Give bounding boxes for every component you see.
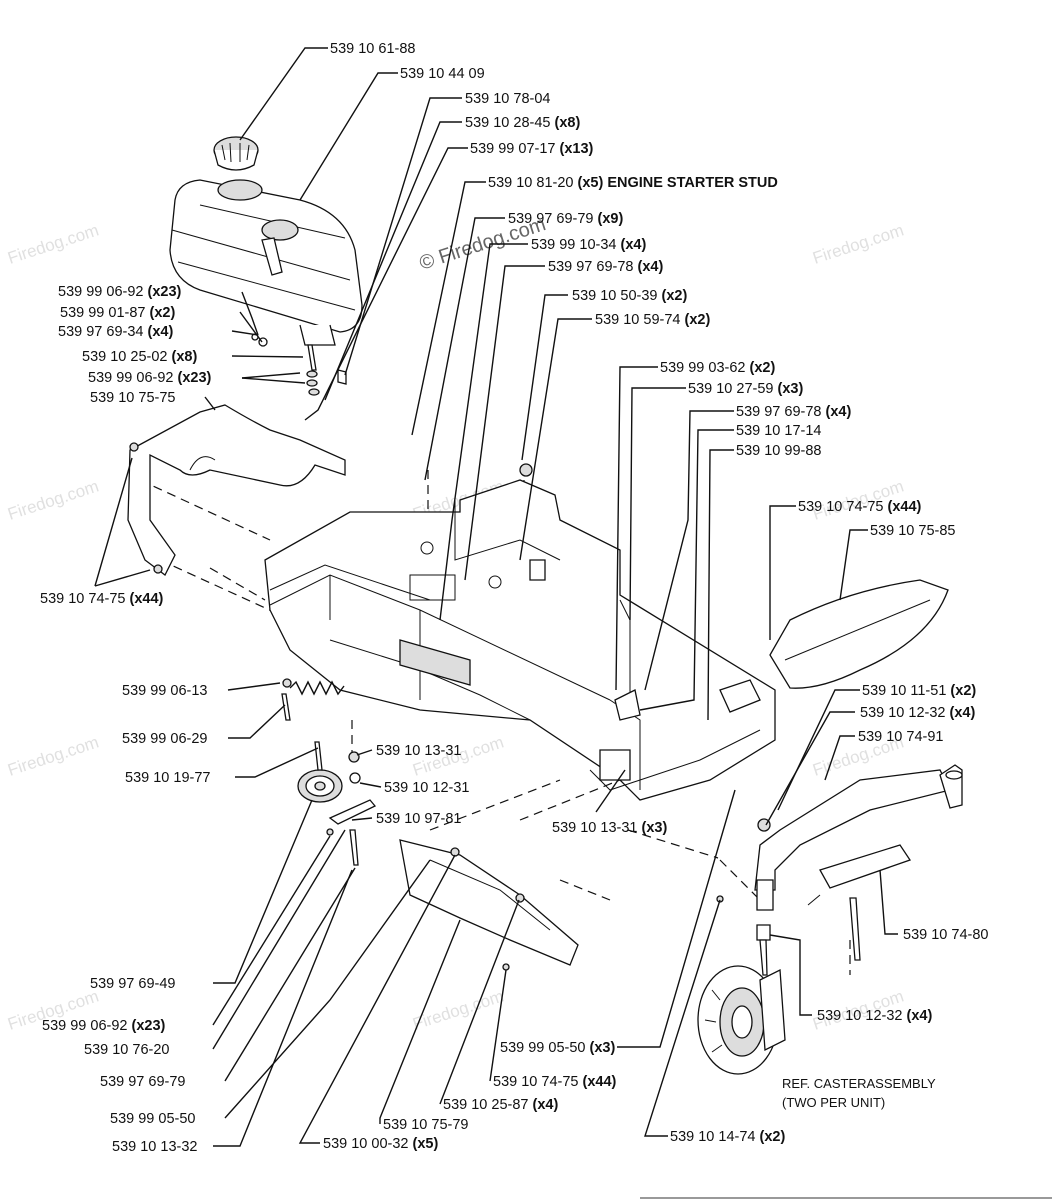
callout-part-number: 539 10 12-31 xyxy=(384,780,469,796)
callout-part-number: 539 10 13-31 xyxy=(376,743,461,759)
watermark-text: Firedog.com xyxy=(5,221,101,268)
callout-part-number: 539 97 69-78 (x4) xyxy=(736,404,851,420)
callout-part-number: 539 10 25-87 (x4) xyxy=(443,1097,558,1113)
watermark-text: Firedog.com xyxy=(410,987,506,1034)
right-side-panel-drawing xyxy=(769,579,949,689)
callout-part-number: 539 10 25-02 (x8) xyxy=(82,349,197,365)
callout-part-number: 539 10 13-32 xyxy=(112,1139,197,1155)
callout-part-number: 539 99 06-29 xyxy=(122,731,207,747)
callout-labels: 539 10 61-88 539 10 44 09 539 10 78-04 5… xyxy=(40,41,988,1155)
callout-part-number: 539 10 00-32 (x5) xyxy=(323,1136,438,1152)
callout-part-number: 539 99 05-50 xyxy=(110,1111,195,1127)
fuel-cap-drawing xyxy=(213,136,259,171)
fuel-tank-drawing xyxy=(169,179,363,346)
tank-hardware-drawing xyxy=(251,333,347,396)
callout-part-number: 539 99 07-17 (x13) xyxy=(470,141,594,157)
caster-arm-drawing xyxy=(716,764,963,976)
callout-part-number: 539 97 69-49 xyxy=(90,976,175,992)
callout-part-number: 539 10 99-88 xyxy=(736,443,821,459)
watermark-text: Firedog.com xyxy=(5,733,101,780)
callout-part-number: 539 10 74-75 (x44) xyxy=(798,499,922,515)
callout-part-number: 539 10 17-14 xyxy=(736,423,821,439)
callout-part-number: 539 10 12-32 (x4) xyxy=(817,1008,932,1024)
callout-part-number: 539 10 75-75 xyxy=(90,390,175,406)
rear-shroud-drawing xyxy=(127,404,346,576)
callout-part-number: 539 10 74-75 (x44) xyxy=(40,591,164,607)
callout-part-number: 539 10 12-32 (x4) xyxy=(860,705,975,721)
callout-part-number: 539 10 81-20 (x5) ENGINE STARTER STUD xyxy=(488,175,778,191)
callout-part-number: 539 10 75-79 xyxy=(383,1117,468,1133)
callout-part-number: 539 10 28-45 (x8) xyxy=(465,115,580,131)
callout-part-number: 539 97 69-79 xyxy=(100,1074,185,1090)
callout-part-number: 539 10 44 09 xyxy=(400,66,485,82)
callout-part-number: 539 99 03-62 (x2) xyxy=(660,360,775,376)
idler-pulley-drawing xyxy=(297,741,377,866)
callout-part-number: 539 10 14-74 (x2) xyxy=(670,1129,785,1145)
watermark-text: Firedog.com xyxy=(5,477,101,524)
main-frame-drawing xyxy=(264,463,776,801)
callout-part-number: 539 10 74-75 (x44) xyxy=(493,1074,617,1090)
watermark-text: Firedog.com xyxy=(810,221,906,268)
spring-drawing xyxy=(281,678,345,721)
callout-part-number: 539 10 27-59 (x3) xyxy=(688,381,803,397)
callout-part-number: 539 10 13-31 (x3) xyxy=(552,820,667,836)
callout-part-number: 539 10 19-77 xyxy=(125,770,210,786)
callout-part-number: 539 10 97-81 xyxy=(376,811,461,827)
callout-part-number: 539 97 69-78 (x4) xyxy=(548,259,663,275)
callout-part-number: 539 10 74-80 xyxy=(903,927,988,943)
callout-part-number: 539 99 06-92 (x23) xyxy=(58,284,182,300)
callout-part-number: 539 10 76-20 xyxy=(84,1042,169,1058)
callout-part-number: 539 99 05-50 (x3) xyxy=(500,1040,615,1056)
caster-note-line-2: (TWO PER UNIT) xyxy=(782,1095,885,1110)
caster-note-line-1: REF. CASTERASSEMBLY xyxy=(782,1076,936,1091)
callout-part-number: 539 99 10-34 (x4) xyxy=(531,237,646,253)
front-deflector-drawing xyxy=(399,839,579,971)
callout-part-number: 539 10 75-85 xyxy=(870,523,955,539)
callout-part-number: 539 10 61-88 xyxy=(330,41,415,57)
callout-part-number: 539 99 06-13 xyxy=(122,683,207,699)
callout-part-number: 539 10 50-39 (x2) xyxy=(572,288,687,304)
caster-reference-note: REF. CASTERASSEMBLY (TWO PER UNIT) xyxy=(782,1076,936,1110)
callout-part-number: 539 10 74-91 xyxy=(858,729,943,745)
leader-lines xyxy=(94,47,898,1147)
callout-part-number: 539 99 06-92 (x23) xyxy=(88,370,212,386)
callout-part-number: 539 10 59-74 (x2) xyxy=(595,312,710,328)
callout-part-number: 539 10 78-04 xyxy=(465,91,550,107)
callout-part-number: 539 99 06-92 (x23) xyxy=(42,1018,166,1034)
callout-part-number: 539 99 01-87 (x2) xyxy=(60,305,175,321)
callout-part-number: 539 97 69-34 (x4) xyxy=(58,324,173,340)
callout-part-number: 539 10 11-51 (x2) xyxy=(862,683,976,699)
caster-wheel-drawing xyxy=(697,965,786,1075)
callout-part-number: 539 97 69-79 (x9) xyxy=(508,211,623,227)
